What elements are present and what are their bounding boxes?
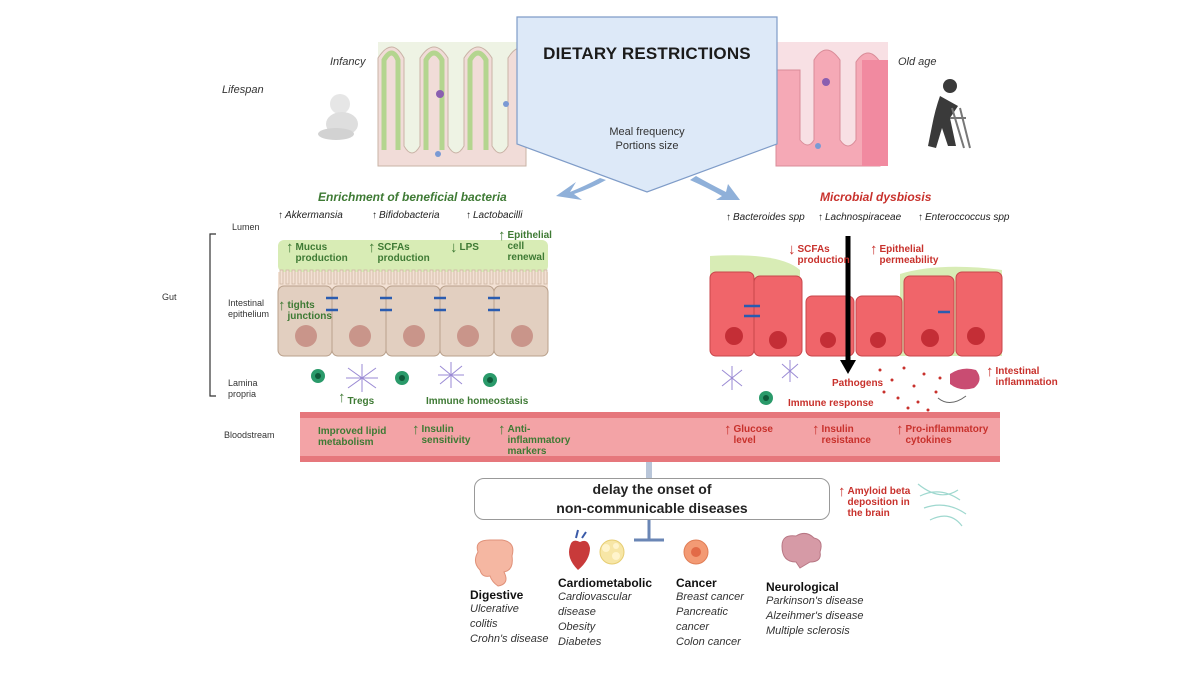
digestive-item: Crohn's disease bbox=[470, 633, 549, 645]
header-title: DIETARY RESTRICTIONS bbox=[543, 44, 751, 63]
cardiometabolic-item: disease bbox=[558, 606, 596, 618]
akkermansia-label: ↑Akkermansia bbox=[278, 210, 343, 221]
lactobacilli-label: ↑Lactobacilli bbox=[466, 210, 523, 221]
gut-bracket bbox=[209, 233, 216, 397]
cancer-item: Pancreatic bbox=[676, 606, 728, 618]
bacteroides-label: ↑Bacteroides spp bbox=[726, 212, 805, 223]
lamina-propria-label: Lamina propria bbox=[228, 378, 258, 399]
header-portions-size: Portions size bbox=[615, 140, 679, 152]
glucose-level-label: ↑Glucose level bbox=[724, 421, 773, 446]
right-flow-arrow bbox=[690, 176, 740, 200]
mucus-production-label: ↑Mucus production bbox=[286, 239, 348, 264]
insulin-resistance-label: ↑Insulin resistance bbox=[812, 421, 871, 446]
digestive-disease-group: Digestive Ulcerative colitis Crohn's dis… bbox=[470, 588, 560, 647]
left-section-title: Enrichment of beneficial bacteria bbox=[318, 190, 507, 204]
header-meal-frequency: Meal frequency bbox=[609, 126, 685, 138]
cancer-item: Colon cancer bbox=[676, 636, 741, 648]
bifidobacteria-label: ↑Bifidobacteria bbox=[372, 210, 440, 221]
infancy-label: Infancy bbox=[330, 56, 366, 68]
cardiometabolic-item: Diabetes bbox=[558, 636, 602, 648]
gut-label: Gut bbox=[162, 292, 177, 302]
old-age-label: Old age bbox=[898, 56, 937, 68]
header-pentagon bbox=[516, 16, 778, 193]
lumen-label: Lumen bbox=[232, 222, 260, 232]
heart-icon bbox=[569, 529, 590, 570]
cancer-item: cancer bbox=[676, 621, 710, 633]
bloodstream-band bbox=[300, 412, 1000, 462]
neurological-item: Alzeihmer's disease bbox=[766, 610, 864, 622]
epithelial-permeability-label: ↑Epithelial permeability bbox=[870, 241, 939, 266]
cancer-disease-group: Cancer Breast cancer Pancreatic cancer C… bbox=[676, 576, 766, 650]
neurological-disease-group: Neurological Parkinson's disease Alzeihm… bbox=[766, 580, 886, 639]
infant-villi-illustration bbox=[377, 42, 527, 167]
anti-inflammatory-label: ↑Anti-inflammatory markers bbox=[498, 421, 571, 457]
left-flow-arrow bbox=[556, 178, 606, 200]
cardiometabolic-title: Cardiometabolic bbox=[558, 576, 653, 590]
aged-villi-illustration bbox=[775, 42, 888, 167]
neurological-item: Multiple sclerosis bbox=[766, 625, 850, 637]
cancer-title: Cancer bbox=[676, 576, 717, 590]
lifespan-label: Lifespan bbox=[222, 84, 264, 96]
enterococcus-label: ↑Enteroccoccus spp bbox=[918, 212, 1010, 223]
insulin-sensitivity-label: ↑Insulin sensitivity bbox=[412, 421, 471, 446]
neurological-title: Neurological bbox=[766, 580, 839, 594]
onset-line-1: delay the onset of bbox=[592, 481, 712, 497]
epithelium-label: Intestinal epithelium bbox=[228, 298, 270, 319]
amyloid-fibers-illustration bbox=[917, 483, 967, 527]
amyloid-label: ↑Amyloid beta deposition in the brain bbox=[838, 483, 911, 519]
right-scfa-label: ↓SCFAs production bbox=[788, 241, 850, 266]
cancer-item: Breast cancer bbox=[676, 591, 744, 603]
tregs-label: ↑Tregs bbox=[338, 389, 375, 407]
brain-icon bbox=[781, 532, 822, 569]
digestive-item: Ulcerative bbox=[470, 603, 519, 615]
pro-inflammatory-label: ↑Pro-inflammatory cytokines bbox=[896, 421, 989, 446]
cardiometabolic-item: Cardiovascular bbox=[558, 591, 632, 603]
epithelial-renewal-label: ↑Epithelial cell renewal bbox=[498, 227, 552, 263]
onset-box: delay the onset of non-communicable dise… bbox=[474, 478, 830, 520]
pathogens-label: Pathogens bbox=[832, 378, 884, 389]
elderly-figure bbox=[928, 79, 971, 149]
lps-label: ↓LPS bbox=[450, 239, 479, 256]
tight-junctions-label: ↑tights junctions bbox=[278, 297, 332, 322]
intestinal-inflammation-label: ↑Intestinal inflammation bbox=[986, 363, 1058, 388]
digestive-item: colitis bbox=[470, 618, 498, 630]
lachnospiraceae-label: ↑Lachnospiraceae bbox=[818, 212, 902, 223]
immune-response-label: Immune response bbox=[788, 398, 874, 409]
cardiometabolic-disease-group: Cardiometabolic Cardiovascular disease O… bbox=[558, 576, 658, 650]
immune-homeostasis-label: Immune homeostasis bbox=[426, 396, 529, 407]
dysbiotic-epithelium-illustration bbox=[709, 236, 1003, 412]
onset-line-2: non-communicable diseases bbox=[556, 500, 748, 516]
healthy-epithelium-illustration bbox=[277, 240, 549, 392]
lipid-metabolism-label: Improved lipid metabolism bbox=[318, 426, 387, 448]
scfa-production-label: ↑SCFAs production bbox=[368, 239, 430, 264]
bloodstream-label: Bloodstream bbox=[224, 430, 275, 440]
tumor-cell-icon bbox=[683, 539, 709, 565]
neurological-item: Parkinson's disease bbox=[766, 595, 864, 607]
infant-figure bbox=[318, 94, 358, 140]
right-section-title: Microbial dysbiosis bbox=[820, 190, 932, 204]
fat-cells-icon bbox=[599, 539, 625, 565]
digestive-title: Digestive bbox=[470, 588, 524, 602]
cardiometabolic-item: Obesity bbox=[558, 621, 596, 633]
intestine-icon bbox=[474, 539, 514, 587]
